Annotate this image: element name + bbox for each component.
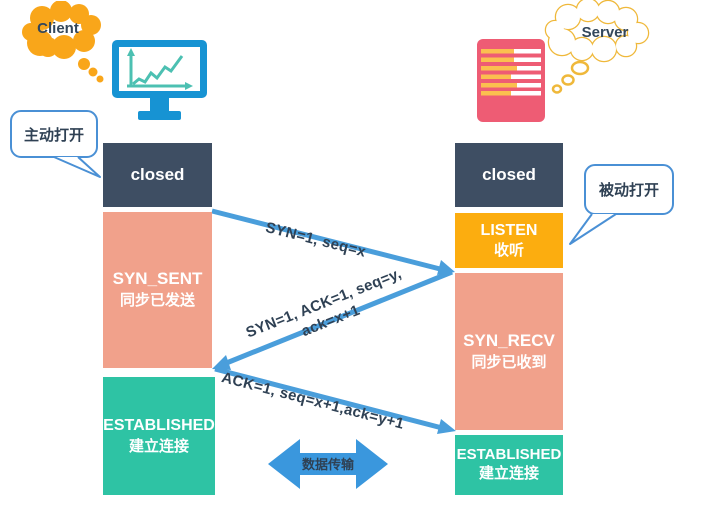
server-established-subtitle: 建立连接 (478, 465, 539, 482)
client-state-established: ESTABLISHED 建立连接 (103, 377, 215, 495)
syn-recv-title: SYN_RECV (463, 330, 555, 350)
syn-sent-subtitle: 同步已发送 (119, 292, 195, 310)
active-open-bubble: 主动打开 (10, 110, 98, 158)
client-state-closed: closed (103, 143, 212, 207)
passive-open-bubble: 被动打开 (584, 164, 674, 215)
listen-title: LISTEN (480, 221, 538, 239)
active-open-bubble-tail (53, 156, 101, 178)
syn-arrowhead (437, 260, 455, 275)
server-state-established: ESTABLISHED 建立连接 (455, 435, 563, 495)
listen-subtitle: 收听 (493, 242, 524, 260)
syn-ack-arrowhead (212, 355, 231, 370)
passive-open-label: 被动打开 (598, 182, 659, 199)
client-closed-title: closed (130, 164, 185, 184)
server-state-closed: closed (455, 143, 563, 207)
ack-arrowhead (437, 419, 456, 434)
data-transfer-label: 数据传输 (301, 457, 354, 472)
server-state-listen: LISTEN 收听 (455, 213, 563, 268)
server-icon (477, 39, 545, 122)
server-cloud-label: Server (581, 24, 629, 41)
client-computer-icon (112, 40, 207, 120)
syn-ack-message-label: SYN=1, ACK=1, seq=y, ack=x+1 (230, 260, 425, 366)
active-open-label: 主动打开 (23, 126, 84, 144)
server-closed-title: closed (482, 164, 536, 184)
client-established-title: ESTABLISHED (103, 417, 215, 435)
client-cloud-label: Client (37, 20, 79, 37)
server-state-syn-recv: SYN_RECV 同步已收到 (455, 273, 563, 430)
client-cloud-icon (22, 1, 104, 83)
data-transfer-arrow (268, 439, 388, 489)
syn-recv-subtitle: 同步已收到 (471, 353, 547, 371)
ack-message-label: ACK=1, seq=x+1,ack=y+1 (219, 369, 406, 433)
client-state-syn-sent: SYN_SENT 同步已发送 (103, 212, 212, 368)
syn-sent-title: SYN_SENT (112, 269, 203, 289)
server-established-title: ESTABLISHED (456, 446, 562, 464)
passive-open-bubble-tail (569, 213, 617, 245)
client-established-subtitle: 建立连接 (128, 437, 189, 455)
server-cloud-icon (544, 0, 650, 94)
syn-message-label: SYN=1, seq=x (263, 219, 368, 261)
